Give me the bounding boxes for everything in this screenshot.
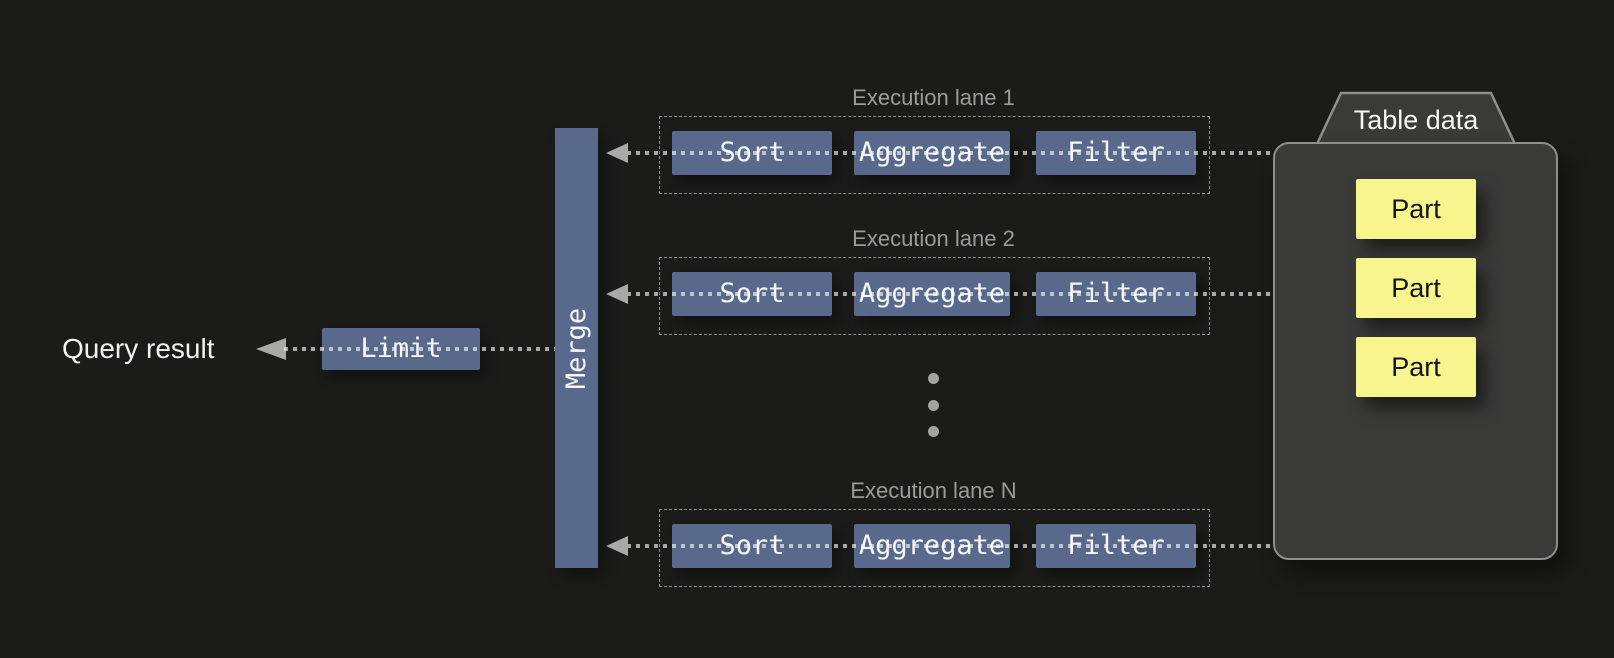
part-block-label: Part xyxy=(1391,352,1441,382)
table-data-label: Table data xyxy=(1353,105,1479,135)
arrow-left-icon xyxy=(606,284,628,304)
dotted-connector-lane-n xyxy=(627,544,1273,548)
execution-lane-n-label: Execution lane N xyxy=(850,478,1017,503)
execution-lane-1-box xyxy=(659,116,1210,194)
arrow-left-icon xyxy=(256,338,286,360)
merge-operator-label: Merge xyxy=(561,307,592,389)
part-block: Part xyxy=(1356,337,1476,397)
part-block-label: Part xyxy=(1391,273,1441,303)
dotted-connector-lane-1 xyxy=(627,151,1273,155)
execution-lane-2-label: Execution lane 2 xyxy=(852,226,1015,251)
table-data-tab-shape xyxy=(1315,91,1517,144)
dotted-connector-lane-2 xyxy=(627,292,1273,296)
arrow-left-icon xyxy=(606,536,628,556)
arrow-left-icon xyxy=(606,143,628,163)
ellipsis-dot xyxy=(928,400,939,411)
ellipsis-dot xyxy=(928,426,939,437)
dotted-connector-limit xyxy=(284,347,555,351)
execution-lane-1-label: Execution lane 1 xyxy=(852,85,1015,110)
part-block: Part xyxy=(1356,258,1476,318)
merge-operator: Merge xyxy=(555,128,598,568)
part-block-label: Part xyxy=(1391,194,1441,224)
part-block: Part xyxy=(1356,179,1476,239)
execution-lane-2-box xyxy=(659,257,1210,335)
query-result-label: Query result xyxy=(62,333,215,364)
ellipsis-dot xyxy=(928,373,939,384)
execution-lane-n-box xyxy=(659,509,1210,587)
